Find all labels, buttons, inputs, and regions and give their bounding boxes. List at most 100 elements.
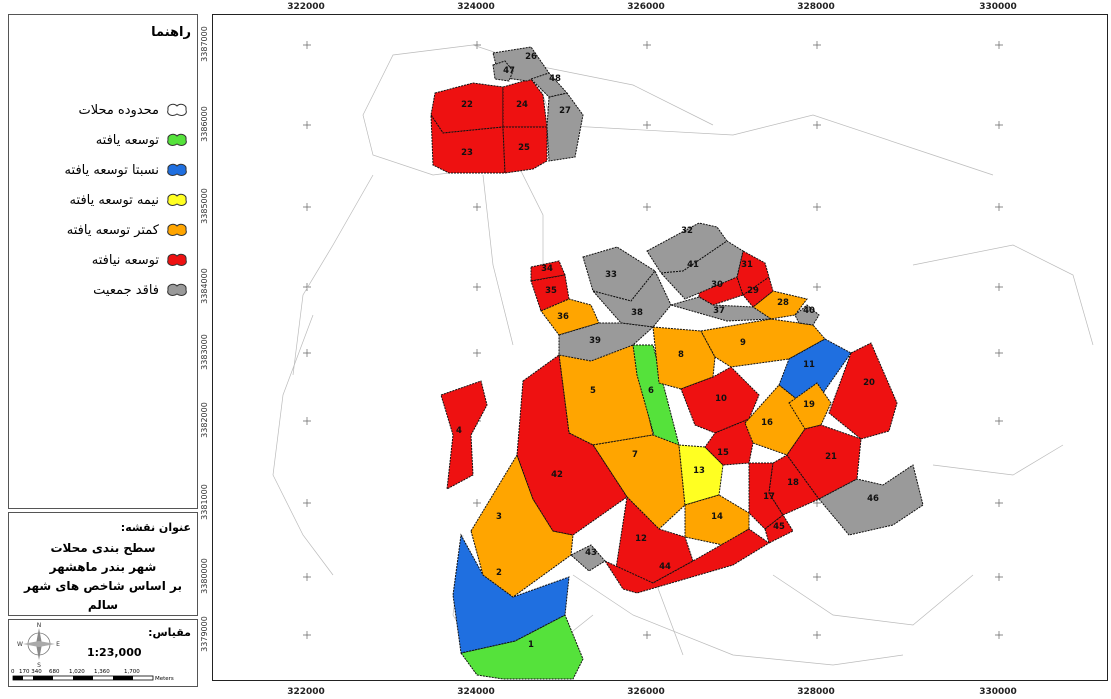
neighborhood-label-35: 35 (545, 286, 557, 296)
neighborhood-polygon-47 (492, 60, 514, 82)
neighborhood-label-47: 47 (503, 66, 515, 76)
y-tick-label-left: 3380000 (200, 558, 209, 594)
graticule-cross (995, 349, 1003, 357)
graticule-cross (303, 121, 311, 129)
neighborhood-label-32: 32 (681, 226, 693, 236)
neighborhood-polygons (430, 46, 924, 680)
compass-e: E (56, 641, 60, 648)
y-tick-label-left: 3379000 (200, 616, 209, 652)
neighborhood-polygon-1 (460, 614, 584, 680)
neighborhood-polygon-36 (540, 298, 600, 336)
graticule-cross (473, 283, 481, 291)
neighborhood-label-48: 48 (549, 74, 561, 84)
graticule-cross (813, 283, 821, 291)
neighborhood-label-19: 19 (803, 400, 815, 410)
neighborhood-polygon-25 (502, 126, 548, 174)
neighborhood-label-33: 33 (605, 270, 617, 280)
neighborhood-label-13: 13 (693, 466, 705, 476)
legend-heading: راهنما (151, 25, 191, 40)
y-tick-label-left: 3382000 (200, 402, 209, 438)
legend-item: کمتر توسعه یافته (65, 215, 189, 245)
x-tick-label-bottom: 326000 (627, 687, 665, 697)
neighborhood-label-25: 25 (518, 143, 530, 153)
neighborhood-label-11: 11 (803, 360, 815, 370)
graticule-cross (643, 121, 651, 129)
graticule-cross (303, 203, 311, 211)
legend-list: محدوده محلات توسعه یافته نسبتا توسعه یافته… (65, 95, 189, 305)
neighborhood-polygon-14 (684, 494, 750, 546)
map-title-lines: سطح بندی محلات شهر بندر ماهشهر بر اساس ش… (9, 539, 197, 634)
map-title-box: عنوان نقشه: سطح بندی محلات شهر بندر ماهش… (8, 512, 198, 631)
scale-bar-label: 680 (49, 669, 60, 675)
neighborhood-label-8: 8 (678, 350, 684, 360)
legend-item-label: توسعه یافته (95, 132, 159, 148)
graticule-cross (995, 41, 1003, 49)
scale-bar-label: 170 340 (19, 669, 42, 675)
graticule-cross (813, 41, 821, 49)
y-tick-label-left: 3381000 (200, 484, 209, 520)
neighborhood-label-36: 36 (557, 312, 569, 322)
neighborhood-label-30: 30 (711, 280, 723, 290)
legend-swatch-icon (167, 253, 187, 266)
graticule-cross (995, 631, 1003, 639)
neighborhood-label-39: 39 (589, 336, 601, 346)
y-tick-label-left: 3385000 (200, 188, 209, 224)
scale-graphics: N S E W 0 170 340 680 1,020 1,360 1,700 … (11, 622, 174, 682)
graticule-cross (995, 417, 1003, 425)
neighborhood-polygon-42 (516, 354, 628, 536)
legend-item-label: نیمه توسعه یافته (69, 192, 159, 208)
neighborhood-label-41: 41 (687, 260, 699, 270)
compass-n: N (37, 622, 42, 629)
neighborhood-polygon-40 (794, 304, 820, 326)
neighborhood-label-34: 34 (541, 264, 553, 274)
neighborhood-label-14: 14 (711, 512, 723, 522)
x-tick-label-bottom: 322000 (287, 687, 325, 697)
neighborhood-polygon-4 (440, 380, 488, 490)
graticule-cross (473, 41, 481, 49)
scale-box: مقیاس: 1:23,000 N S E W 0 170 340 680 (8, 619, 198, 687)
scale-bar (12, 675, 154, 681)
neighborhood-label-28: 28 (777, 298, 789, 308)
neighborhood-label-45: 45 (773, 522, 785, 532)
graticule-cross (813, 573, 821, 581)
legend-item-label: فاقد جمعیت (93, 282, 159, 298)
neighborhood-label-31: 31 (741, 260, 753, 270)
graticule-cross (813, 121, 821, 129)
neighborhood-polygon-18 (768, 454, 820, 516)
graticule-cross (813, 203, 821, 211)
graticule-cross (473, 499, 481, 507)
left-panel: راهنما محدوده محلات توسعه یافته نسبتا توسع… (0, 0, 200, 699)
scale-bar-label: 1,020 (69, 669, 85, 675)
graticule-cross (813, 631, 821, 639)
neighborhood-label-27: 27 (559, 106, 571, 116)
neighborhood-polygon-9 (700, 318, 826, 368)
neighborhood-polygon-46 (818, 464, 924, 536)
neighborhood-label-42: 42 (551, 470, 563, 480)
graticule-cross (643, 631, 651, 639)
y-tick-label-left: 3384000 (200, 268, 209, 304)
north-arrow-icon: N S E W (17, 622, 60, 669)
scale-bar-label: 1,700 (124, 669, 140, 675)
legend-box: راهنما محدوده محلات توسعه یافته نسبتا توسع… (8, 14, 198, 509)
neighborhood-label-40: 40 (803, 306, 815, 316)
graticule-cross (643, 203, 651, 211)
x-tick-label-bottom: 328000 (797, 687, 835, 697)
compass-w: W (17, 641, 23, 648)
graticule-cross (303, 573, 311, 581)
graticule-cross (303, 417, 311, 425)
legend-swatch-icon (167, 103, 187, 116)
graticule-cross (995, 573, 1003, 581)
legend-item-label: نسبتا توسعه یافته (64, 162, 159, 178)
graticule-cross (303, 41, 311, 49)
neighborhood-polygon-19 (788, 382, 832, 430)
x-tick-label-top: 326000 (627, 2, 665, 12)
x-tick-label-bottom: 324000 (457, 687, 495, 697)
legend-item-label: کمتر توسعه یافته (66, 222, 159, 238)
neighborhood-label-23: 23 (461, 148, 473, 158)
x-tick-label-top: 322000 (287, 2, 325, 12)
neighborhood-label-3: 3 (496, 512, 502, 522)
scale-heading: مقیاس: (148, 626, 191, 639)
legend-item-label: محدوده محلات (78, 102, 159, 118)
